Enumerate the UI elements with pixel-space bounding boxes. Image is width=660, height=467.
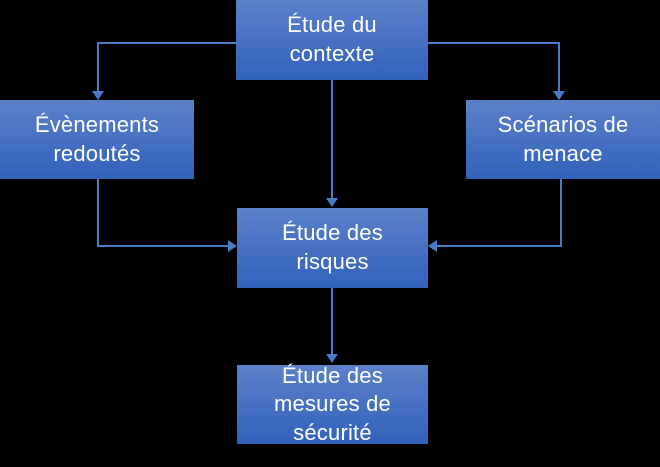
edge-segment-horizontal [437, 245, 562, 247]
node-line-2: redoutés [53, 140, 141, 166]
arrowhead-down-icon [326, 198, 338, 207]
node-line-2: contexte [289, 41, 375, 66]
edge-segment-horizontal [97, 42, 237, 44]
node-line-1: Étude des risques [282, 220, 383, 274]
node-line-2: menace [523, 140, 603, 166]
node-label: Étude du contexte [242, 11, 422, 68]
edge-segment-vertical [331, 80, 333, 200]
node-line-2: mesures de [274, 391, 391, 417]
edge-segment-vertical [97, 179, 99, 247]
edge-segment-vertical [560, 179, 562, 247]
edge-segment-vertical [97, 42, 99, 94]
edge-segment-horizontal [97, 245, 229, 247]
arrowhead-down-icon [326, 354, 338, 363]
node-line-3: sécurité [293, 419, 372, 445]
arrowhead-right-icon [228, 240, 237, 252]
edge-segment-horizontal [428, 42, 560, 44]
node-line-1: Étude du [287, 12, 377, 38]
edge-segment-vertical [331, 288, 333, 356]
node-label: Scénarios de menace [472, 111, 654, 168]
arrowhead-down-icon [553, 91, 565, 100]
edge-segment-vertical [558, 42, 560, 94]
node-line-1: Scénarios de [497, 111, 629, 137]
node-scenarios-de-menace[interactable]: Scénarios de menace [466, 100, 660, 179]
node-etude-des-risques[interactable]: Étude des risques [237, 208, 428, 288]
node-label: Étude des risques [243, 219, 422, 276]
node-line-1: Étude des [282, 362, 383, 388]
node-label: Évènements redoutés [6, 111, 188, 168]
node-evenements-redoutes[interactable]: Évènements redoutés [0, 100, 194, 179]
arrowhead-left-icon [428, 240, 437, 252]
node-line-1: Évènements [34, 111, 160, 137]
arrowhead-down-icon [92, 91, 104, 100]
node-etude-du-contexte[interactable]: Étude du contexte [236, 0, 428, 80]
